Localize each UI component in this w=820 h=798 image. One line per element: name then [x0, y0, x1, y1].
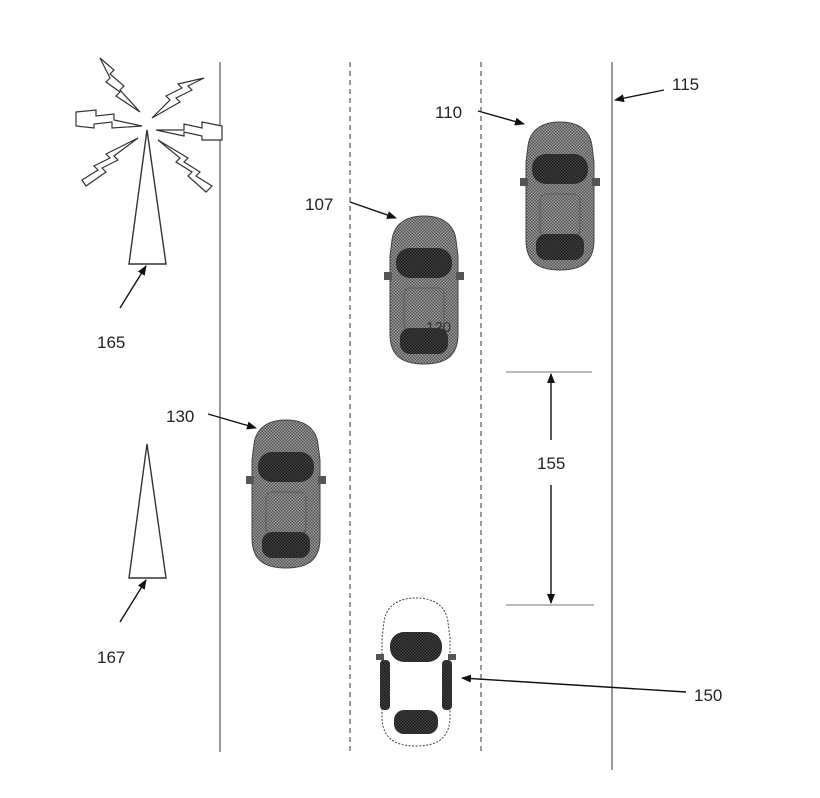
leader-130 — [207, 413, 257, 430]
signal-bolt-icon — [155, 121, 223, 141]
signal-bolt-icon — [99, 57, 141, 113]
tower-167-icon — [128, 443, 167, 579]
leader-165 — [119, 265, 147, 309]
leader-150 — [461, 674, 687, 693]
leader-110 — [477, 110, 525, 126]
vehicle-107 — [384, 215, 464, 365]
leader-107 — [349, 201, 397, 219]
vehicle-110 — [520, 121, 600, 271]
label-130: 130 — [166, 407, 194, 426]
label-150: 150 — [694, 686, 722, 705]
signal-bolt-icon — [75, 109, 143, 129]
label-167: 167 — [97, 648, 125, 667]
signal-bolt-icon — [157, 139, 213, 193]
label-120: 120 — [426, 319, 451, 336]
label-115: 115 — [672, 75, 699, 94]
label-165: 165 — [97, 333, 125, 352]
label-110: 110 — [435, 103, 462, 122]
leader-167 — [119, 579, 147, 623]
host-vehicle-150 — [376, 597, 456, 747]
signal-bolt-icon — [81, 137, 139, 187]
transmitting-tower-icon — [75, 57, 223, 265]
leader-115 — [614, 89, 665, 103]
vehicle-130 — [246, 419, 326, 569]
label-107: 107 — [305, 195, 333, 214]
label-155: 155 — [537, 454, 565, 473]
signal-bolt-icon — [151, 77, 205, 119]
